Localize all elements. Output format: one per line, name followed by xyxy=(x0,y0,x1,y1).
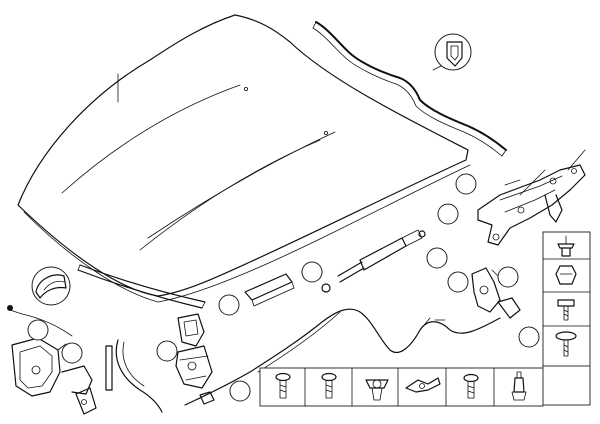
callout-8 xyxy=(218,294,240,316)
fastener-screw-2[interactable] xyxy=(321,372,337,399)
seal-profile-detail xyxy=(31,266,71,306)
callout-5 xyxy=(497,266,519,288)
hex-bolt-part[interactable] xyxy=(557,299,575,321)
bottom-fastener-strip xyxy=(259,367,544,407)
clip-nut-part[interactable] xyxy=(555,265,577,285)
release-cable[interactable] xyxy=(184,308,501,406)
callout-1 xyxy=(455,173,477,195)
arrow-cell xyxy=(542,365,591,406)
callout-markers xyxy=(27,173,540,402)
hood-latch-left[interactable] xyxy=(7,305,97,415)
callout-6 xyxy=(518,326,540,348)
callout-7 xyxy=(301,261,323,283)
gas-strut[interactable] xyxy=(321,229,426,293)
callout-4 xyxy=(447,271,469,293)
hood-latch-center[interactable] xyxy=(175,313,213,389)
fastener-nipple[interactable] xyxy=(511,371,527,401)
hood-rear-seal[interactable] xyxy=(312,21,507,157)
fastener-cable-clip[interactable] xyxy=(405,377,441,393)
front-seal-strip[interactable] xyxy=(77,264,206,309)
callout-3 xyxy=(426,247,448,269)
fastener-grommet[interactable] xyxy=(365,379,389,401)
callout-10 xyxy=(61,342,83,364)
safety-catch-rod[interactable] xyxy=(105,339,163,413)
callout-9 xyxy=(27,319,49,341)
fastener-screw-1[interactable] xyxy=(275,372,291,399)
damper-pad[interactable] xyxy=(244,273,295,307)
callout-12 xyxy=(229,380,251,402)
callout-11 xyxy=(156,340,178,362)
callout-2 xyxy=(437,203,459,225)
seal-clip-detail xyxy=(432,33,472,71)
hood-panel[interactable] xyxy=(17,14,471,303)
fastener-screw-3[interactable] xyxy=(463,373,479,399)
hood-hinge[interactable] xyxy=(477,149,586,246)
expansion-rivet-part[interactable] xyxy=(557,235,575,257)
washer-screw-part[interactable] xyxy=(555,331,577,357)
